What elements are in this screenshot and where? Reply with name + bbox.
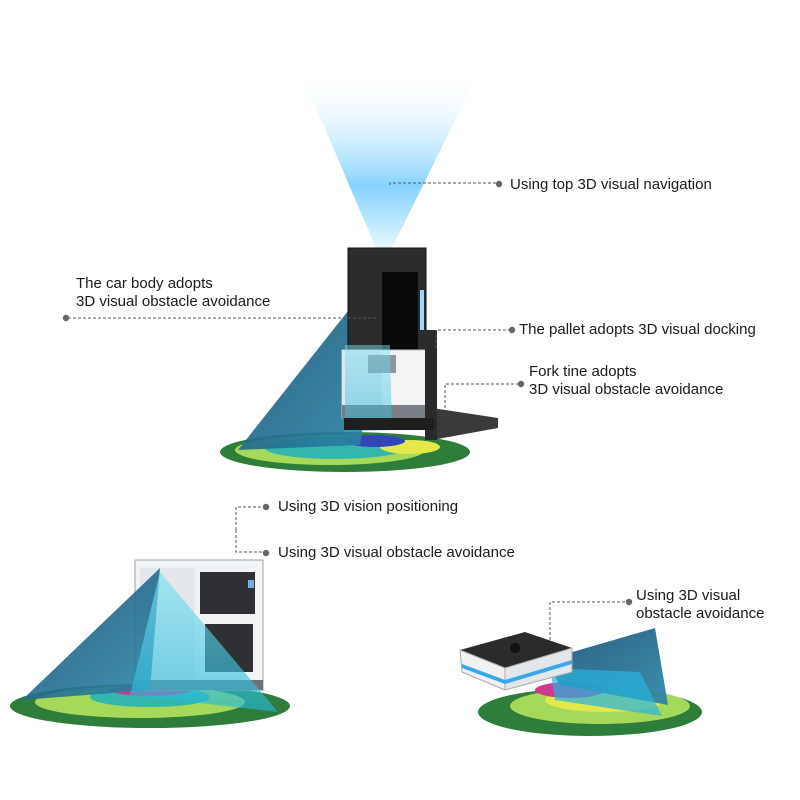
leader-dot-small — [625, 598, 633, 606]
label-small-line2: obstacle avoidance — [636, 605, 765, 622]
label-small-line1: Using 3D visual — [636, 587, 741, 604]
label-fork-line1: Fork tine adopts — [529, 363, 637, 380]
label-cabinet-avoidance: Using 3D visual obstacle avoidance — [278, 544, 515, 561]
navigation-beam — [300, 70, 480, 248]
leader-lines-top — [68, 182, 520, 408]
label-top-navigation: Using top 3D visual navigation — [510, 176, 712, 193]
fork-tine — [432, 408, 498, 440]
label-vision-positioning: Using 3D vision positioning — [278, 498, 459, 515]
cabinet-cyan-cone — [130, 572, 278, 712]
small-robot — [459, 628, 702, 736]
label-car-body-line1: The car body adopts — [76, 275, 213, 292]
leader-dots-cabinet — [262, 503, 270, 557]
forklift-robot — [220, 70, 498, 472]
label-fork-line2: 3D visual obstacle avoidance — [529, 381, 724, 398]
leader-dots-top — [62, 180, 525, 388]
cabinet-robot — [10, 559, 290, 728]
cabinet-dark-cone — [22, 568, 160, 700]
label-pallet-docking: The pallet adopts 3D visual docking — [519, 321, 756, 338]
label-car-body-line2: 3D visual obstacle avoidance — [76, 293, 271, 310]
leader-lines-small — [549, 601, 628, 640]
small-cyan-cone — [550, 668, 662, 716]
leader-lines-cabinet — [235, 506, 265, 553]
